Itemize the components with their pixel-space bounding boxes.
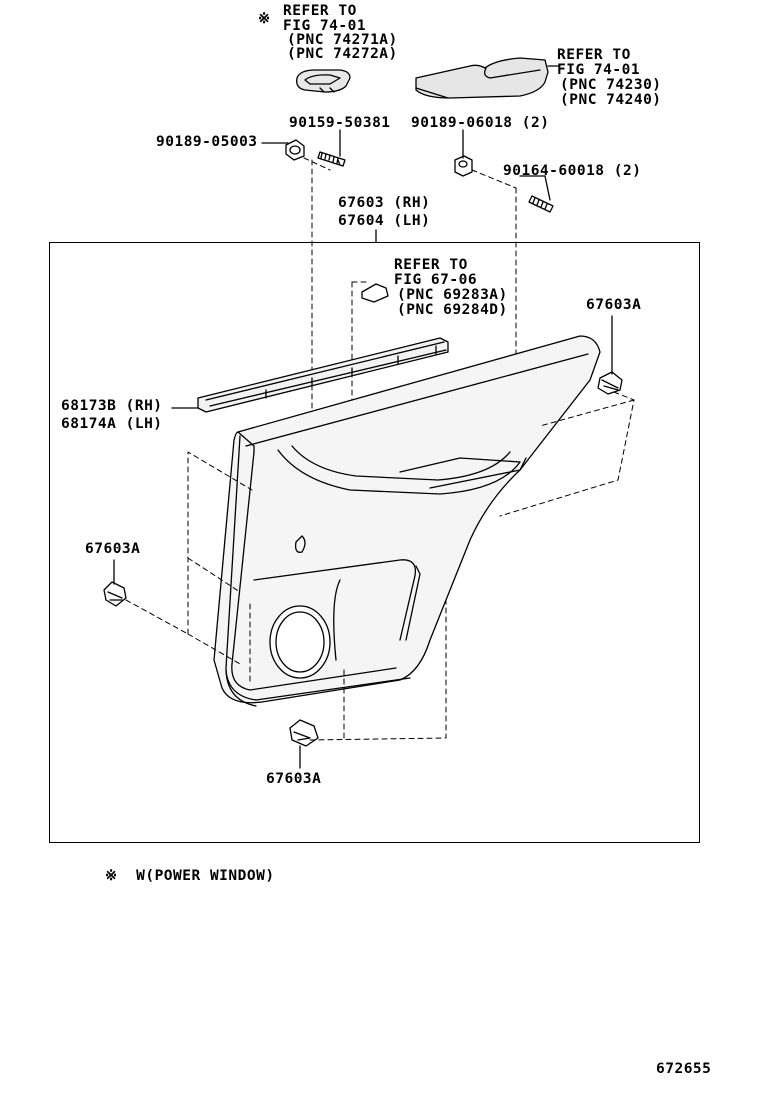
screw-90159: [317, 151, 346, 167]
window-switch-bezel: [296, 69, 351, 93]
weatherstrip-label-rh: 68173B (RH): [61, 398, 163, 414]
courtesy-lamp-clip: [361, 283, 389, 303]
part-label-90164-60018: 90164-60018 (2): [503, 163, 642, 179]
clip-label-left: 67603A: [85, 541, 141, 557]
weatherstrip-label-lh: 68174A (LH): [61, 416, 163, 432]
part-label-90189-06018: 90189-06018 (2): [411, 115, 550, 131]
door-trim-panel: [213, 335, 601, 707]
clip-bottom: [289, 719, 319, 747]
lamp-ref-line3: (PNC 69283A): [397, 287, 508, 303]
nut-90189-06018: [454, 155, 473, 177]
window-switch-ref-line2: FIG 74-01: [283, 18, 367, 34]
clip-right: [597, 371, 623, 395]
handle-ref-line1: REFER TO: [557, 47, 631, 63]
clip-label-bottom: 67603A: [266, 771, 322, 787]
handle-ref-line2: FIG 74-01: [557, 62, 641, 78]
screw-90164: [528, 195, 554, 213]
window-switch-ref-mark: ※: [258, 11, 271, 27]
window-switch-ref-line3: (PNC 74271A): [287, 32, 398, 48]
window-switch-ref-line4: (PNC 74272A): [287, 46, 398, 62]
part-label-90189-05003: 90189-05003: [156, 134, 258, 150]
clip-label-right: 67603A: [586, 297, 642, 313]
lamp-ref-line1: REFER TO: [394, 257, 468, 273]
footnote: ※ W(POWER WINDOW): [105, 868, 275, 884]
clip-left: [103, 581, 127, 607]
door-pull-handle: [415, 57, 549, 99]
window-switch-ref-line1: REFER TO: [283, 3, 357, 19]
panel-label-rh: 67603 (RH): [338, 195, 431, 211]
handle-ref-line3: (PNC 74230): [560, 77, 662, 93]
part-label-90159-50381: 90159-50381: [289, 115, 391, 131]
lamp-ref-line2: FIG 67-06: [394, 272, 478, 288]
diagram-number: 672655: [656, 1061, 712, 1077]
handle-ref-line4: (PNC 74240): [560, 92, 662, 108]
panel-label-lh: 67604 (LH): [338, 213, 431, 229]
lamp-ref-line4: (PNC 69284D): [397, 302, 508, 318]
diagram-frame: [49, 242, 700, 843]
nut-90189-05003: [285, 139, 305, 161]
